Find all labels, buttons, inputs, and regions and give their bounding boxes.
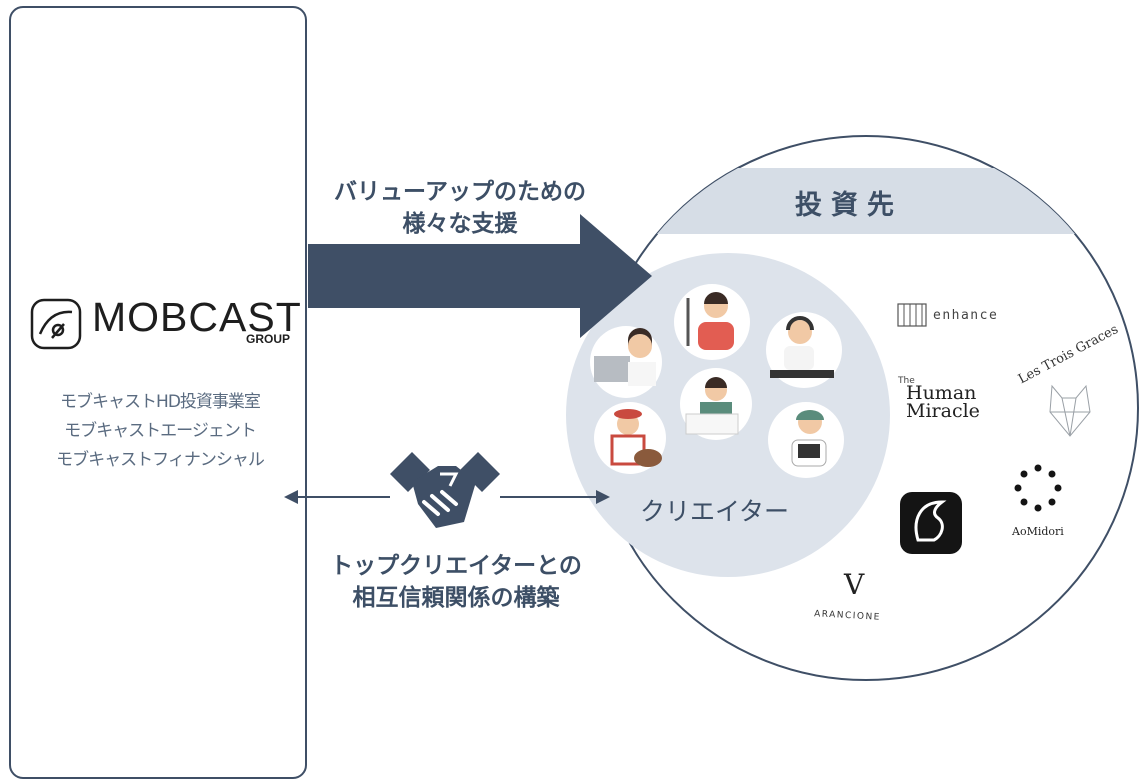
les-trois-graces-logo-icon xyxy=(1049,384,1091,437)
support-arrow-label: バリューアップのための 様々な支援 xyxy=(312,176,608,240)
support-arrow-label-line2: 様々な支援 xyxy=(402,211,518,237)
creator-avatar-desk xyxy=(590,326,662,398)
relation-arrow-label: トップクリエイターとの 相互信頼関係の構築 xyxy=(306,550,606,614)
creators-label: クリエイター xyxy=(640,497,790,526)
mobcast-group-panel xyxy=(9,6,307,779)
support-arrow-label-line1: バリューアップのための xyxy=(333,179,587,205)
dark-horse-logo-icon xyxy=(900,492,962,554)
creator-avatar-photographer xyxy=(768,402,844,478)
team-item-investment: モブキャストHD投資事業室 xyxy=(60,392,261,412)
the-human-miracle-the: The xyxy=(898,376,915,386)
relation-arrow-label-line1: トップクリエイターとの xyxy=(330,553,582,579)
team-item-agent: モブキャストエージェント xyxy=(64,421,257,441)
creator-avatar-painter xyxy=(594,402,666,474)
enhance-logo-icon xyxy=(897,303,927,327)
mobcast-logo-icon xyxy=(30,298,82,350)
team-item-financial: モブキャストフィナンシャル xyxy=(56,450,265,470)
relation-double-arrow xyxy=(284,490,610,504)
logo-group-label: GROUP xyxy=(245,332,290,346)
the-human-miracle-line1: Human xyxy=(906,382,977,404)
creator-avatar-reader xyxy=(680,368,752,440)
mobcast-logo: MOBCAST GROUP xyxy=(30,294,301,354)
relation-arrow-label-line2: 相互信頼関係の構築 xyxy=(352,585,560,611)
the-human-miracle-line2: Miracle xyxy=(906,400,980,422)
support-arrow xyxy=(308,214,652,338)
the-human-miracle-logo: The Human Miracle xyxy=(898,376,980,426)
creator-avatar-designer xyxy=(674,284,750,360)
arancione-mark: V xyxy=(844,568,865,601)
handshake-icon xyxy=(390,452,500,528)
team-list: モブキャストHD投資事業室 モブキャストエージェント モブキャストフィナンシャル xyxy=(22,388,298,475)
investee-title: 投資先 xyxy=(795,190,903,221)
creator-avatar-musician xyxy=(766,312,842,388)
aomidori-logo-text: AoMidori xyxy=(1012,525,1064,538)
aomidori-logo-icon xyxy=(1014,464,1062,512)
enhance-logo-text: enhance xyxy=(933,308,999,323)
logo-wordmark: MOBCAST xyxy=(92,294,302,340)
